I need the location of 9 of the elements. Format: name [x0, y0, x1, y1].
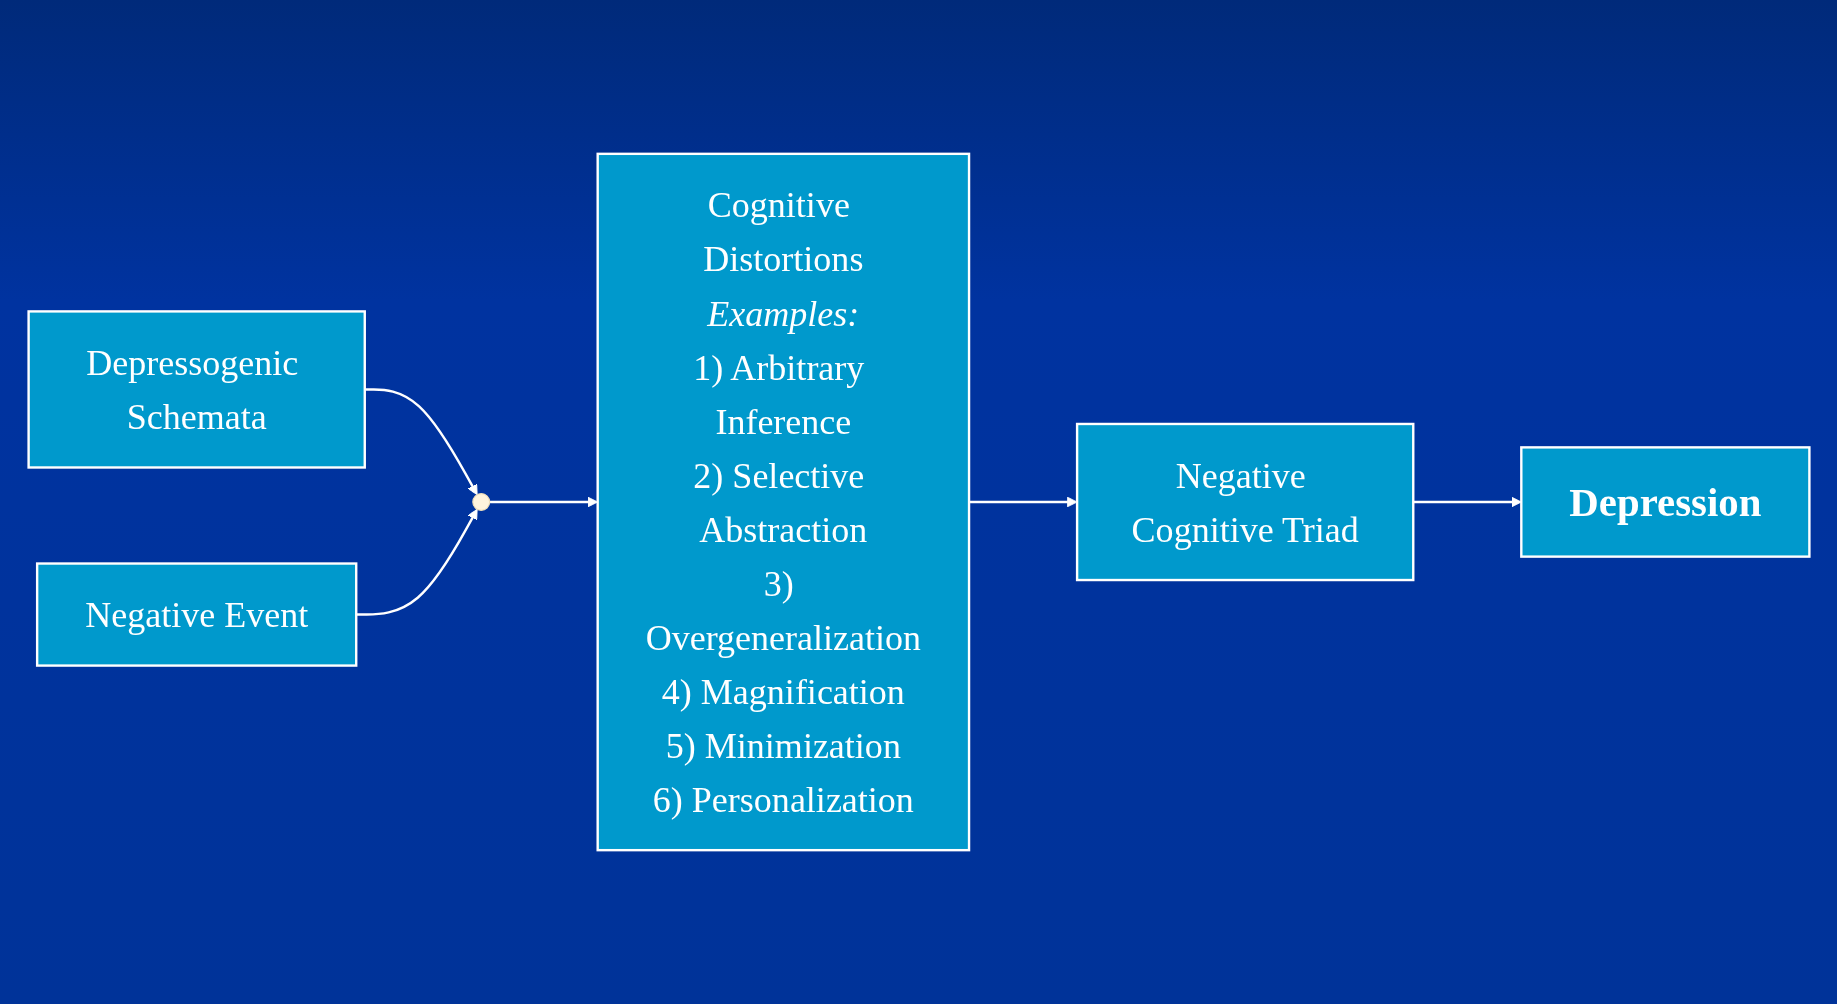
- node-box: Depressogenic Schemata: [26, 310, 366, 469]
- arrow: [355, 508, 478, 616]
- node-circle: [471, 493, 490, 511]
- node-box: Depression: [1519, 446, 1811, 558]
- node-box: Cognitive Distortions Examples: 1) Arbitrary Inference 2) Selective Abstraction 3) Overgeneralization 4) Magnification 5) Minimization 6) Personalization: [595, 152, 970, 852]
- node-box: Negative Cognitive Triad: [1075, 422, 1414, 582]
- arrow: [489, 496, 598, 508]
- node-box: Negative Event: [35, 562, 357, 667]
- arrow: [364, 388, 478, 496]
